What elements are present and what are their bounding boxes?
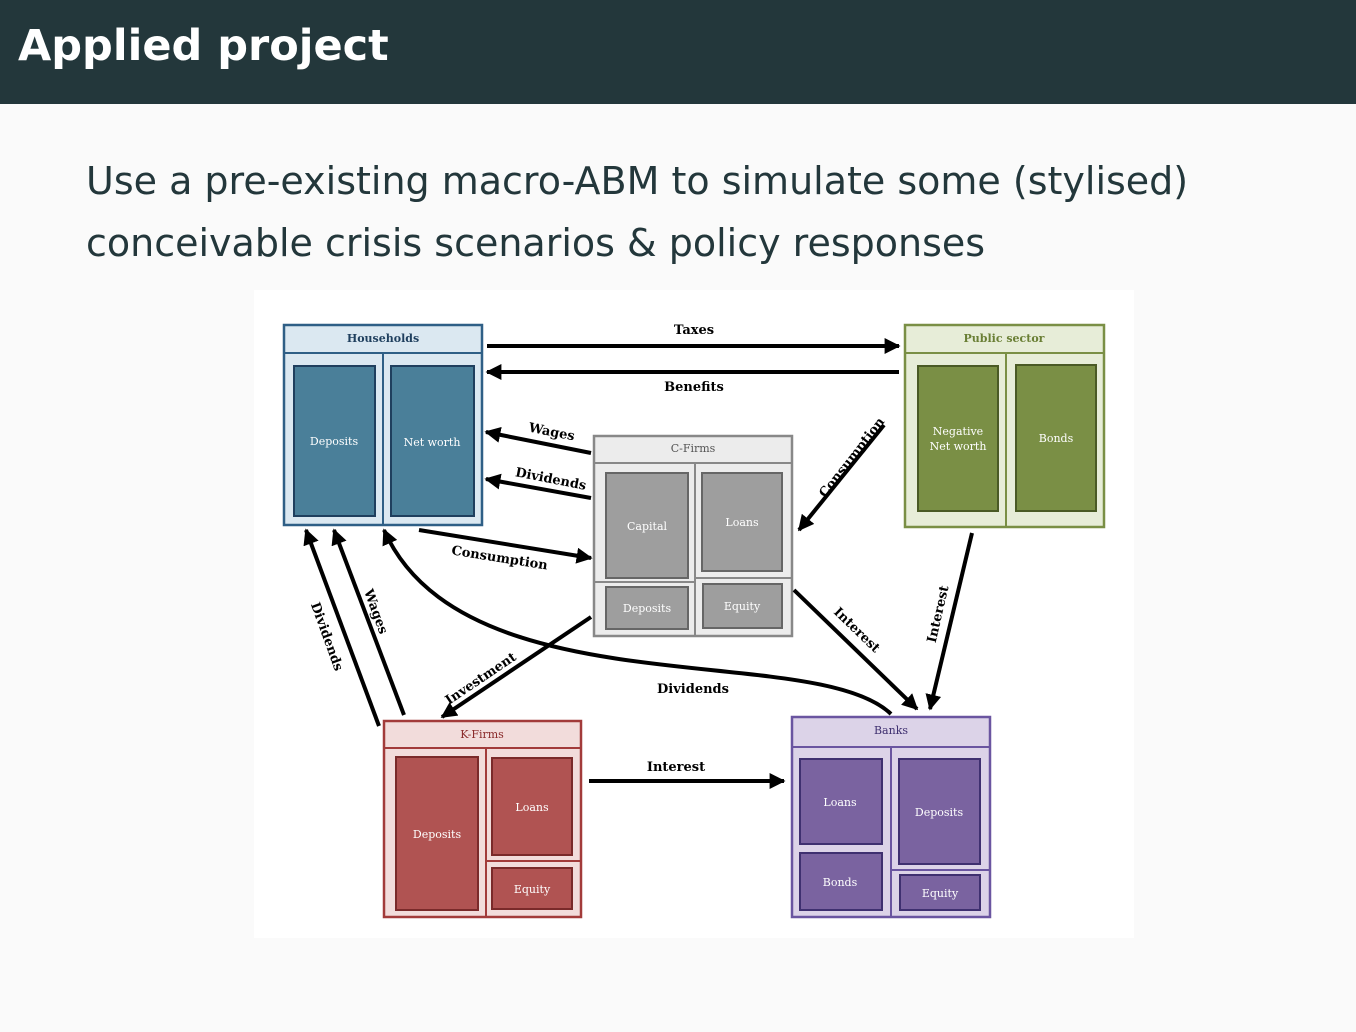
k-firms-equity-cell xyxy=(491,867,573,910)
banks-loans-cell xyxy=(799,758,883,845)
c-firms-box: C-Firms Capital Loans Deposits Equity xyxy=(592,434,794,638)
households-deposits-label: Deposits xyxy=(310,435,359,448)
wages-k-arrow xyxy=(331,528,406,716)
k-firms-equity-label: Equity xyxy=(514,883,551,896)
c-firms-deposits-cell xyxy=(605,586,689,630)
banks-deposits-label: Deposits xyxy=(915,806,964,819)
benefits-label: Benefits xyxy=(664,380,724,395)
households-title: Households xyxy=(347,332,419,345)
interest-c-arrow xyxy=(792,588,919,711)
public-negative-label-2: Net worth xyxy=(930,440,987,453)
k-firms-box: K-Firms Deposits Loans Equity xyxy=(382,719,583,919)
k-firms-title: K-Firms xyxy=(460,728,504,741)
banks-deposits-cell xyxy=(898,758,981,865)
taxes-label: Taxes xyxy=(674,323,714,338)
public-sector-title: Public sector xyxy=(964,332,1045,345)
c-firms-loans-label: Loans xyxy=(725,516,759,529)
banks-box: Banks Loans Deposits Bonds Equity xyxy=(790,715,992,919)
banks-bonds-cell xyxy=(799,852,883,911)
interest-k-label: Interest xyxy=(647,760,705,775)
c-firms-title: C-Firms xyxy=(671,442,716,455)
consumption-gov-label: Consumption xyxy=(816,415,888,501)
c-firms-deposits-label: Deposits xyxy=(623,602,672,615)
k-firms-loans-cell xyxy=(491,757,573,856)
banks-equity-cell xyxy=(899,874,981,911)
banks-bonds-label: Bonds xyxy=(823,876,858,889)
dividends-k-arrow xyxy=(303,528,381,727)
c-firms-capital-cell xyxy=(605,472,689,579)
consumption-gov-arrow xyxy=(797,423,886,532)
dividends-banks-label: Dividends xyxy=(657,682,729,697)
slide-header: Applied project xyxy=(0,0,1356,104)
consumption-hh-arrow xyxy=(418,528,593,564)
public-negative-net-worth-cell xyxy=(917,365,999,512)
macro-abm-diagram: Households Deposits Net worth Public sec… xyxy=(254,290,1134,938)
households-net-worth-label: Net worth xyxy=(404,436,461,449)
public-sector-box: Public sector Negative Net worth Bonds xyxy=(903,323,1106,529)
c-firms-capital-label: Capital xyxy=(627,520,668,533)
investment-label: Investment xyxy=(443,650,520,708)
households-net-worth-cell xyxy=(390,365,475,517)
households-deposits-cell xyxy=(293,365,376,517)
diagram-canvas: Households Deposits Net worth Public sec… xyxy=(282,323,1106,919)
c-firms-equity-cell xyxy=(702,583,783,629)
public-bonds-cell xyxy=(1015,364,1097,512)
k-firms-deposits-cell xyxy=(395,756,479,911)
dividends-banks-arrow xyxy=(382,528,893,716)
wages-c-arrow xyxy=(484,426,592,455)
banks-equity-label: Equity xyxy=(922,887,959,900)
slide-title: Applied project xyxy=(18,21,389,71)
body-line-2: conceivable crisis scenarios & policy re… xyxy=(86,221,986,265)
flow-arrows xyxy=(303,338,974,789)
k-firms-loans-label: Loans xyxy=(515,801,549,814)
k-firms-deposits-label: Deposits xyxy=(413,828,462,841)
public-bonds-label: Bonds xyxy=(1039,432,1074,445)
banks-title: Banks xyxy=(874,724,908,737)
slide-body-text: Use a pre-existing macro-ABM to simulate… xyxy=(86,150,1286,274)
public-negative-label-1: Negative xyxy=(933,425,983,438)
c-firms-equity-label: Equity xyxy=(724,600,761,613)
c-firms-loans-cell xyxy=(701,472,783,572)
dividends-k-label: Dividends xyxy=(307,600,346,673)
interest-gov-arrow xyxy=(925,532,974,711)
body-line-1: Use a pre-existing macro-ABM to simulate… xyxy=(86,159,1189,203)
dividends-c-arrow xyxy=(484,473,592,500)
banks-loans-label: Loans xyxy=(823,796,857,809)
households-box: Households Deposits Net worth xyxy=(282,323,484,527)
investment-arrow xyxy=(440,615,593,719)
